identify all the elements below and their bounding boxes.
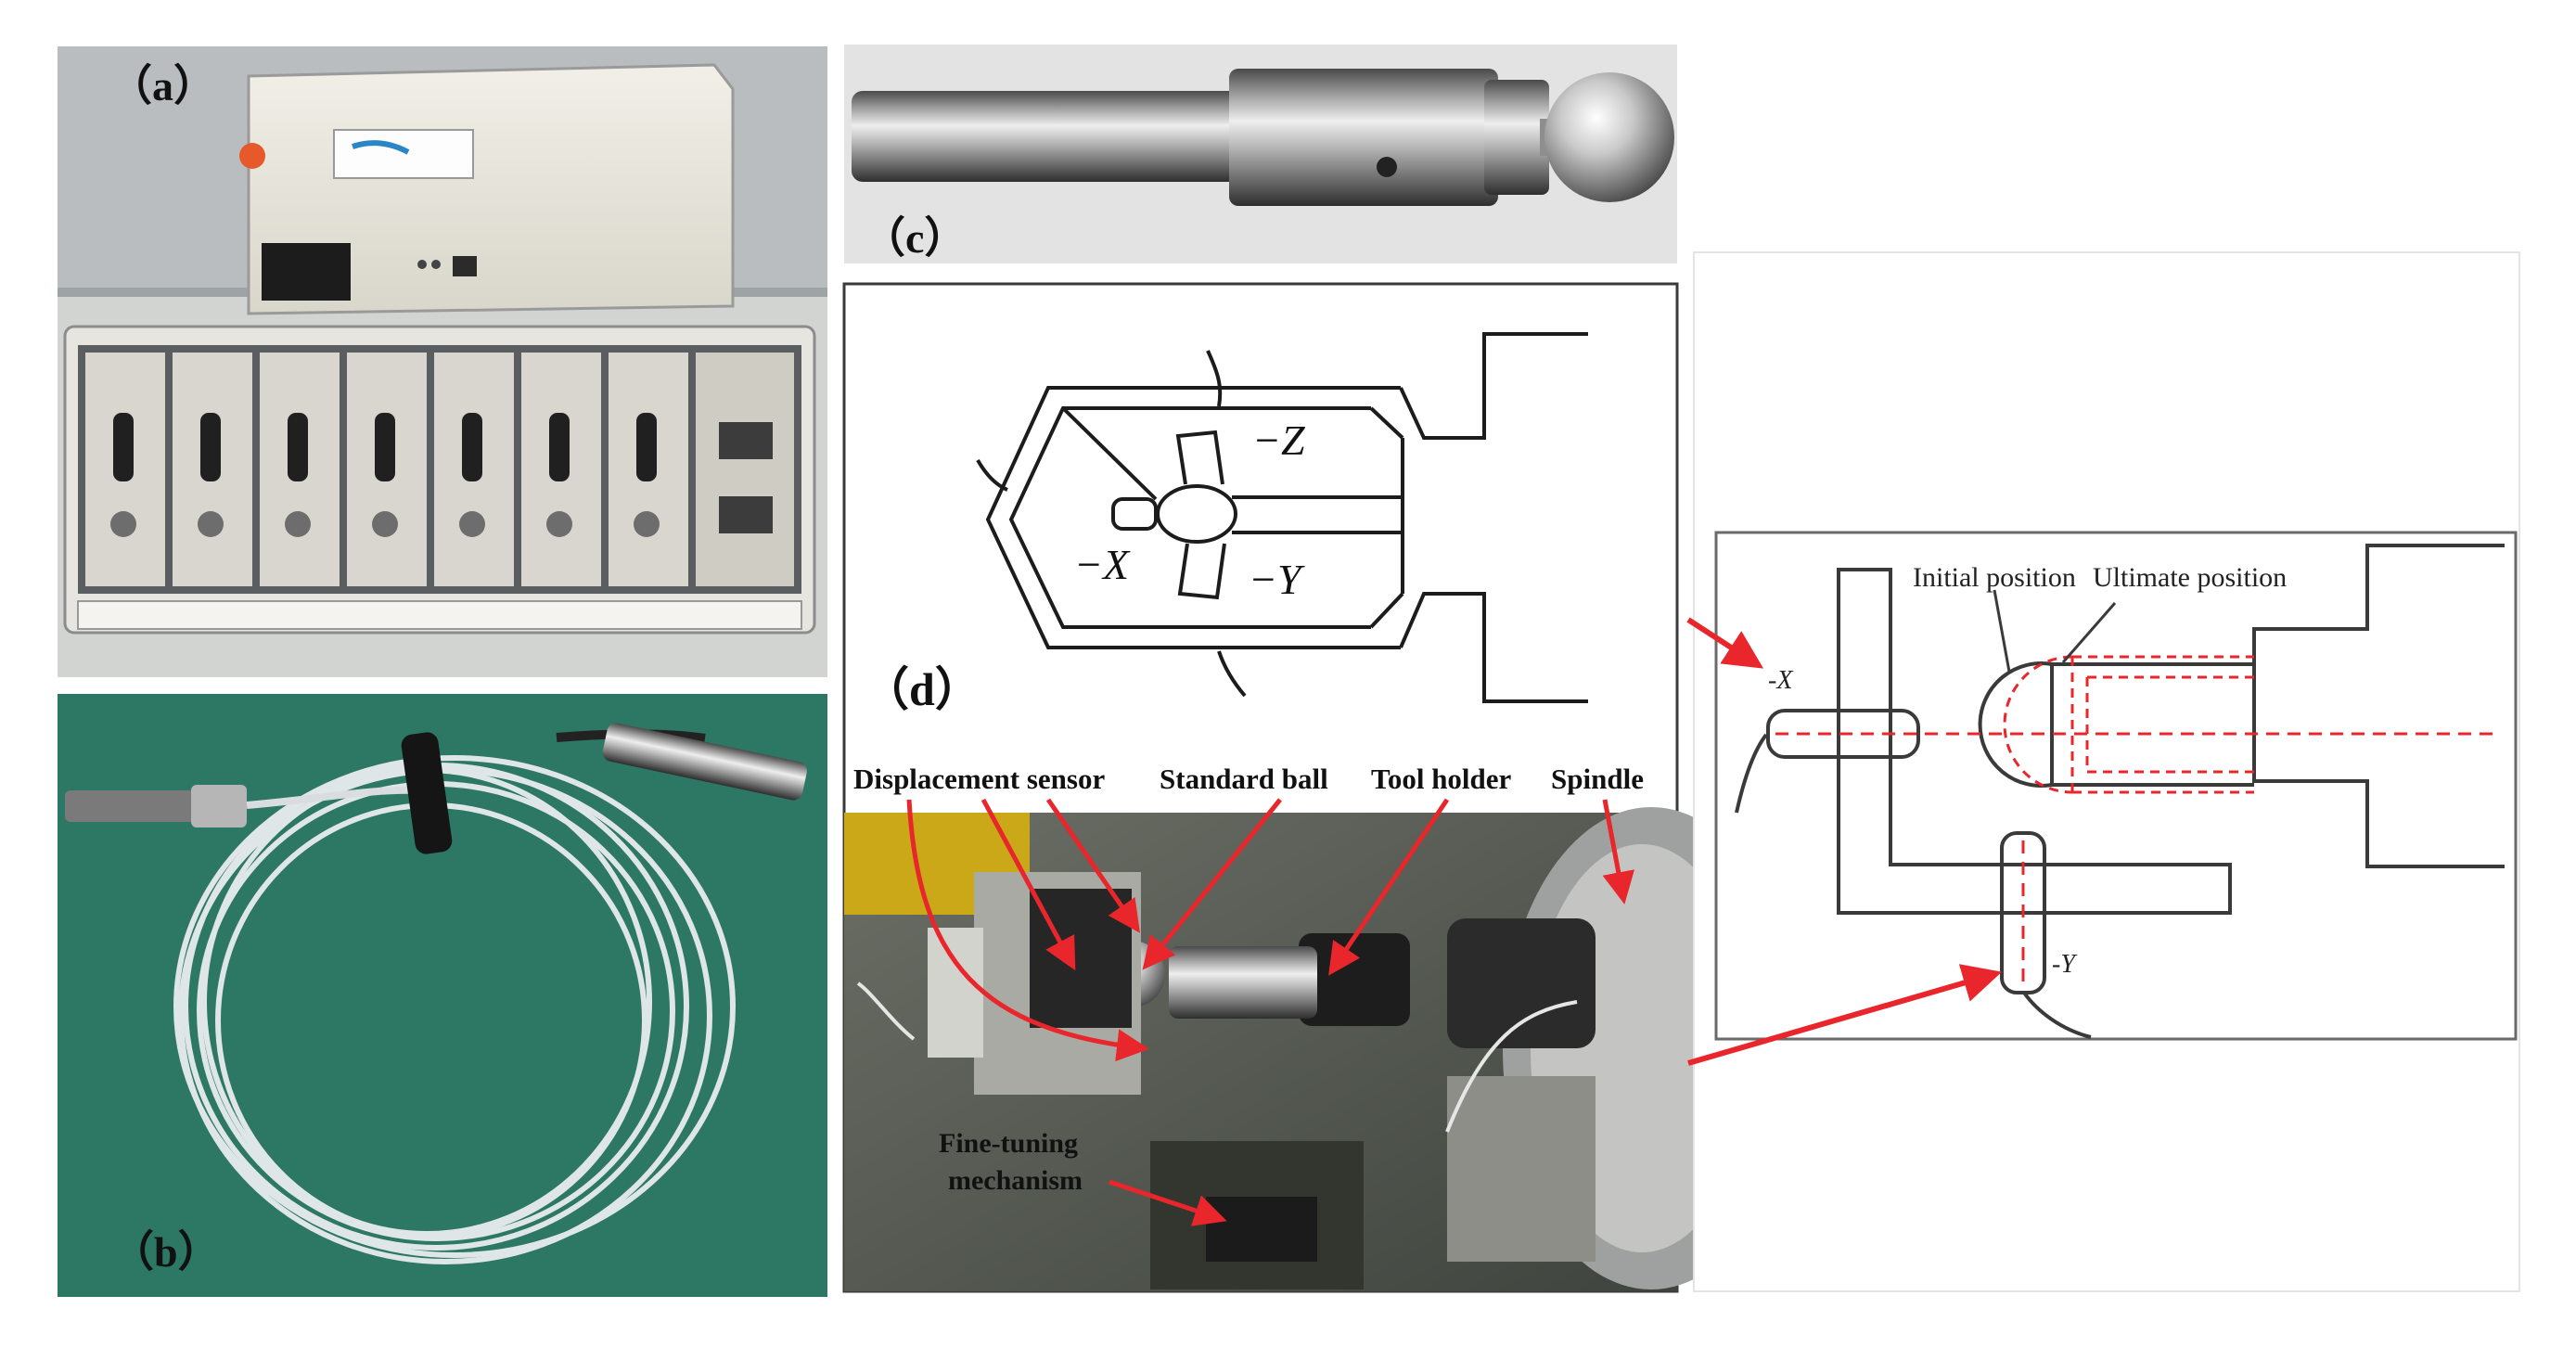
arrow-standard-ball [1142,798,1282,970]
callout-arrows [906,798,1635,1226]
panel-a: （a） [58,46,827,677]
label-standard-ball: Standard ball [1160,763,1328,795]
panel-b: （b） [58,694,827,1297]
axis-label-minus-y-right: -Y [2052,950,2078,979]
arrow-sensor-2 [1045,798,1140,933]
cable-coil [173,755,736,1264]
label-tool-holder: Tool holder [1371,763,1512,795]
chassis-modules [85,353,794,586]
arrow-into-y-sensor [1687,964,2003,1066]
arrow-into-x-sensor [1686,617,1764,669]
label-fine-tuning-2: mechanism [948,1165,1083,1196]
arrow-sensor-1 [980,798,1076,971]
label-displacement-sensor: Displacement sensor [853,763,1105,795]
ultimate-position-outline [2003,655,2254,794]
arrow-spindle [1602,799,1635,904]
axis-label-minus-x: −X [1074,541,1131,588]
axis-label-minus-y: −Y [1249,556,1305,603]
label-initial-position: Initial position [1913,562,2076,593]
measurement-schematic: Initial position Ultimate position -X -Y [1686,251,2520,1292]
arrow-fine-tuning [1109,1179,1227,1226]
arrow-sensor-3 [906,799,1149,1062]
panel-d: −Z −X −Y （d） Displacement sensor Standar… [842,282,1800,1293]
axis-label-minus-x-right: -X [1768,666,1793,695]
setup-photo [844,807,1800,1291]
panel-c-label: （c） [863,214,967,262]
arrow-tool-holder [1328,798,1450,976]
fixture-schematic [976,332,1588,703]
panel-b-label: （b） [111,1228,221,1276]
label-spindle: Spindle [1551,763,1644,795]
axis-label-minus-z: −Z [1252,417,1305,464]
panel-a-label: （a） [109,62,216,109]
usb-daq-device [239,63,735,315]
label-fine-tuning-1: Fine-tuning [939,1128,1078,1159]
panel-c: （c） [844,45,1677,263]
panel-d-label: （d） [863,663,981,715]
label-ultimate-position: Ultimate position [2093,562,2287,593]
